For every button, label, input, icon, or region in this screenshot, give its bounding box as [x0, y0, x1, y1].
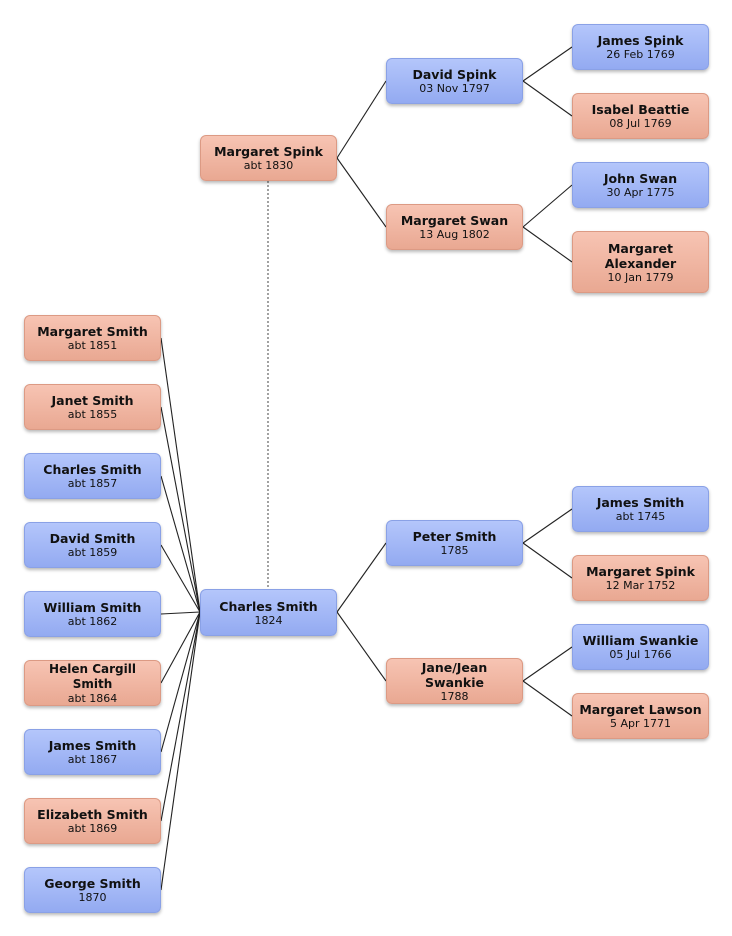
person-node-margaret-smith[interactable]: Margaret Smith abt 1851 [24, 315, 161, 361]
person-node-janet-smith[interactable]: Janet Smith abt 1855 [24, 384, 161, 430]
person-name: Janet Smith [51, 393, 134, 408]
person-name: William Smith [43, 600, 142, 615]
person-date: 1824 [254, 613, 283, 627]
person-date: 12 Mar 1752 [605, 579, 676, 592]
person-date: 30 Apr 1775 [606, 186, 675, 199]
person-node-jane-jean-swankie[interactable]: Jane/Jean Swankie 1788 [386, 658, 523, 704]
person-date: abt 1857 [67, 477, 118, 490]
person-node-isabel-beattie[interactable]: Isabel Beattie 08 Jul 1769 [572, 93, 709, 139]
person-date: abt 1745 [615, 510, 666, 523]
person-name: David Smith [49, 531, 136, 546]
person-name: James Smith [48, 738, 137, 753]
person-date: abt 1862 [67, 615, 118, 628]
person-node-william-smith[interactable]: William Smith abt 1862 [24, 591, 161, 637]
person-name: William Swankie [582, 633, 699, 648]
person-date: 1870 [78, 891, 107, 904]
person-name: Peter Smith [412, 529, 497, 544]
person-name: Margaret Smith [37, 324, 148, 339]
person-node-margaret-spink-1752[interactable]: Margaret Spink 12 Mar 1752 [572, 555, 709, 601]
person-date: abt 1830 [243, 159, 294, 172]
person-node-charles-smith-1824[interactable]: Charles Smith 1824 [200, 589, 337, 636]
person-node-peter-smith[interactable]: Peter Smith 1785 [386, 520, 523, 566]
person-date: 10 Jan 1779 [607, 270, 674, 284]
person-node-margaret-swan[interactable]: Margaret Swan 13 Aug 1802 [386, 204, 523, 250]
person-name: James Spink [597, 33, 684, 48]
person-date: 1785 [440, 544, 469, 557]
person-node-charles-smith-1857[interactable]: Charles Smith abt 1857 [24, 453, 161, 499]
person-node-james-smith-1867[interactable]: James Smith abt 1867 [24, 729, 161, 775]
person-node-john-swan[interactable]: John Swan 30 Apr 1775 [572, 162, 709, 208]
person-node-david-smith[interactable]: David Smith abt 1859 [24, 522, 161, 568]
person-node-james-smith-1745[interactable]: James Smith abt 1745 [572, 486, 709, 532]
person-name: Margaret Spink [586, 564, 695, 579]
person-node-helen-cargill-smith[interactable]: Helen Cargill Smith abt 1864 [24, 660, 161, 706]
person-node-william-swankie[interactable]: William Swankie 05 Jul 1766 [572, 624, 709, 670]
person-date: abt 1855 [67, 408, 118, 421]
person-date: 13 Aug 1802 [419, 228, 490, 241]
person-date: 08 Jul 1769 [609, 117, 672, 130]
person-name: Charles Smith [43, 462, 142, 477]
person-node-george-smith[interactable]: George Smith 1870 [24, 867, 161, 913]
person-name: George Smith [44, 876, 141, 891]
person-node-james-spink[interactable]: James Spink 26 Feb 1769 [572, 24, 709, 70]
person-name: Jane/Jean Swankie [421, 659, 488, 690]
person-date: 1788 [440, 689, 469, 703]
person-name: Elizabeth Smith [37, 807, 148, 822]
person-date: abt 1869 [67, 822, 118, 835]
person-node-elizabeth-smith[interactable]: Elizabeth Smith abt 1869 [24, 798, 161, 844]
person-date: 26 Feb 1769 [606, 48, 675, 61]
person-name: Charles Smith [219, 598, 318, 614]
person-date: abt 1864 [67, 691, 118, 705]
person-name: Margaret Alexander [604, 240, 677, 271]
person-date: abt 1867 [67, 753, 118, 766]
person-name: James Smith [596, 495, 685, 510]
person-node-david-spink[interactable]: David Spink 03 Nov 1797 [386, 58, 523, 104]
person-name: John Swan [603, 171, 678, 186]
person-name: Isabel Beattie [591, 102, 690, 117]
person-node-margaret-lawson[interactable]: Margaret Lawson 5 Apr 1771 [572, 693, 709, 739]
person-date: 05 Jul 1766 [609, 648, 672, 661]
person-date: 5 Apr 1771 [609, 717, 671, 730]
person-node-margaret-alexander[interactable]: Margaret Alexander 10 Jan 1779 [572, 231, 709, 293]
person-name: Margaret Spink [214, 144, 323, 159]
person-name: David Spink [412, 67, 497, 82]
person-date: abt 1859 [67, 546, 118, 559]
person-name: Helen Cargill Smith [49, 661, 136, 691]
person-name: Margaret Lawson [579, 702, 702, 717]
person-date: abt 1851 [67, 339, 118, 352]
person-name: Margaret Swan [400, 213, 509, 228]
person-node-margaret-spink-1830[interactable]: Margaret Spink abt 1830 [200, 135, 337, 181]
person-date: 03 Nov 1797 [419, 82, 490, 95]
